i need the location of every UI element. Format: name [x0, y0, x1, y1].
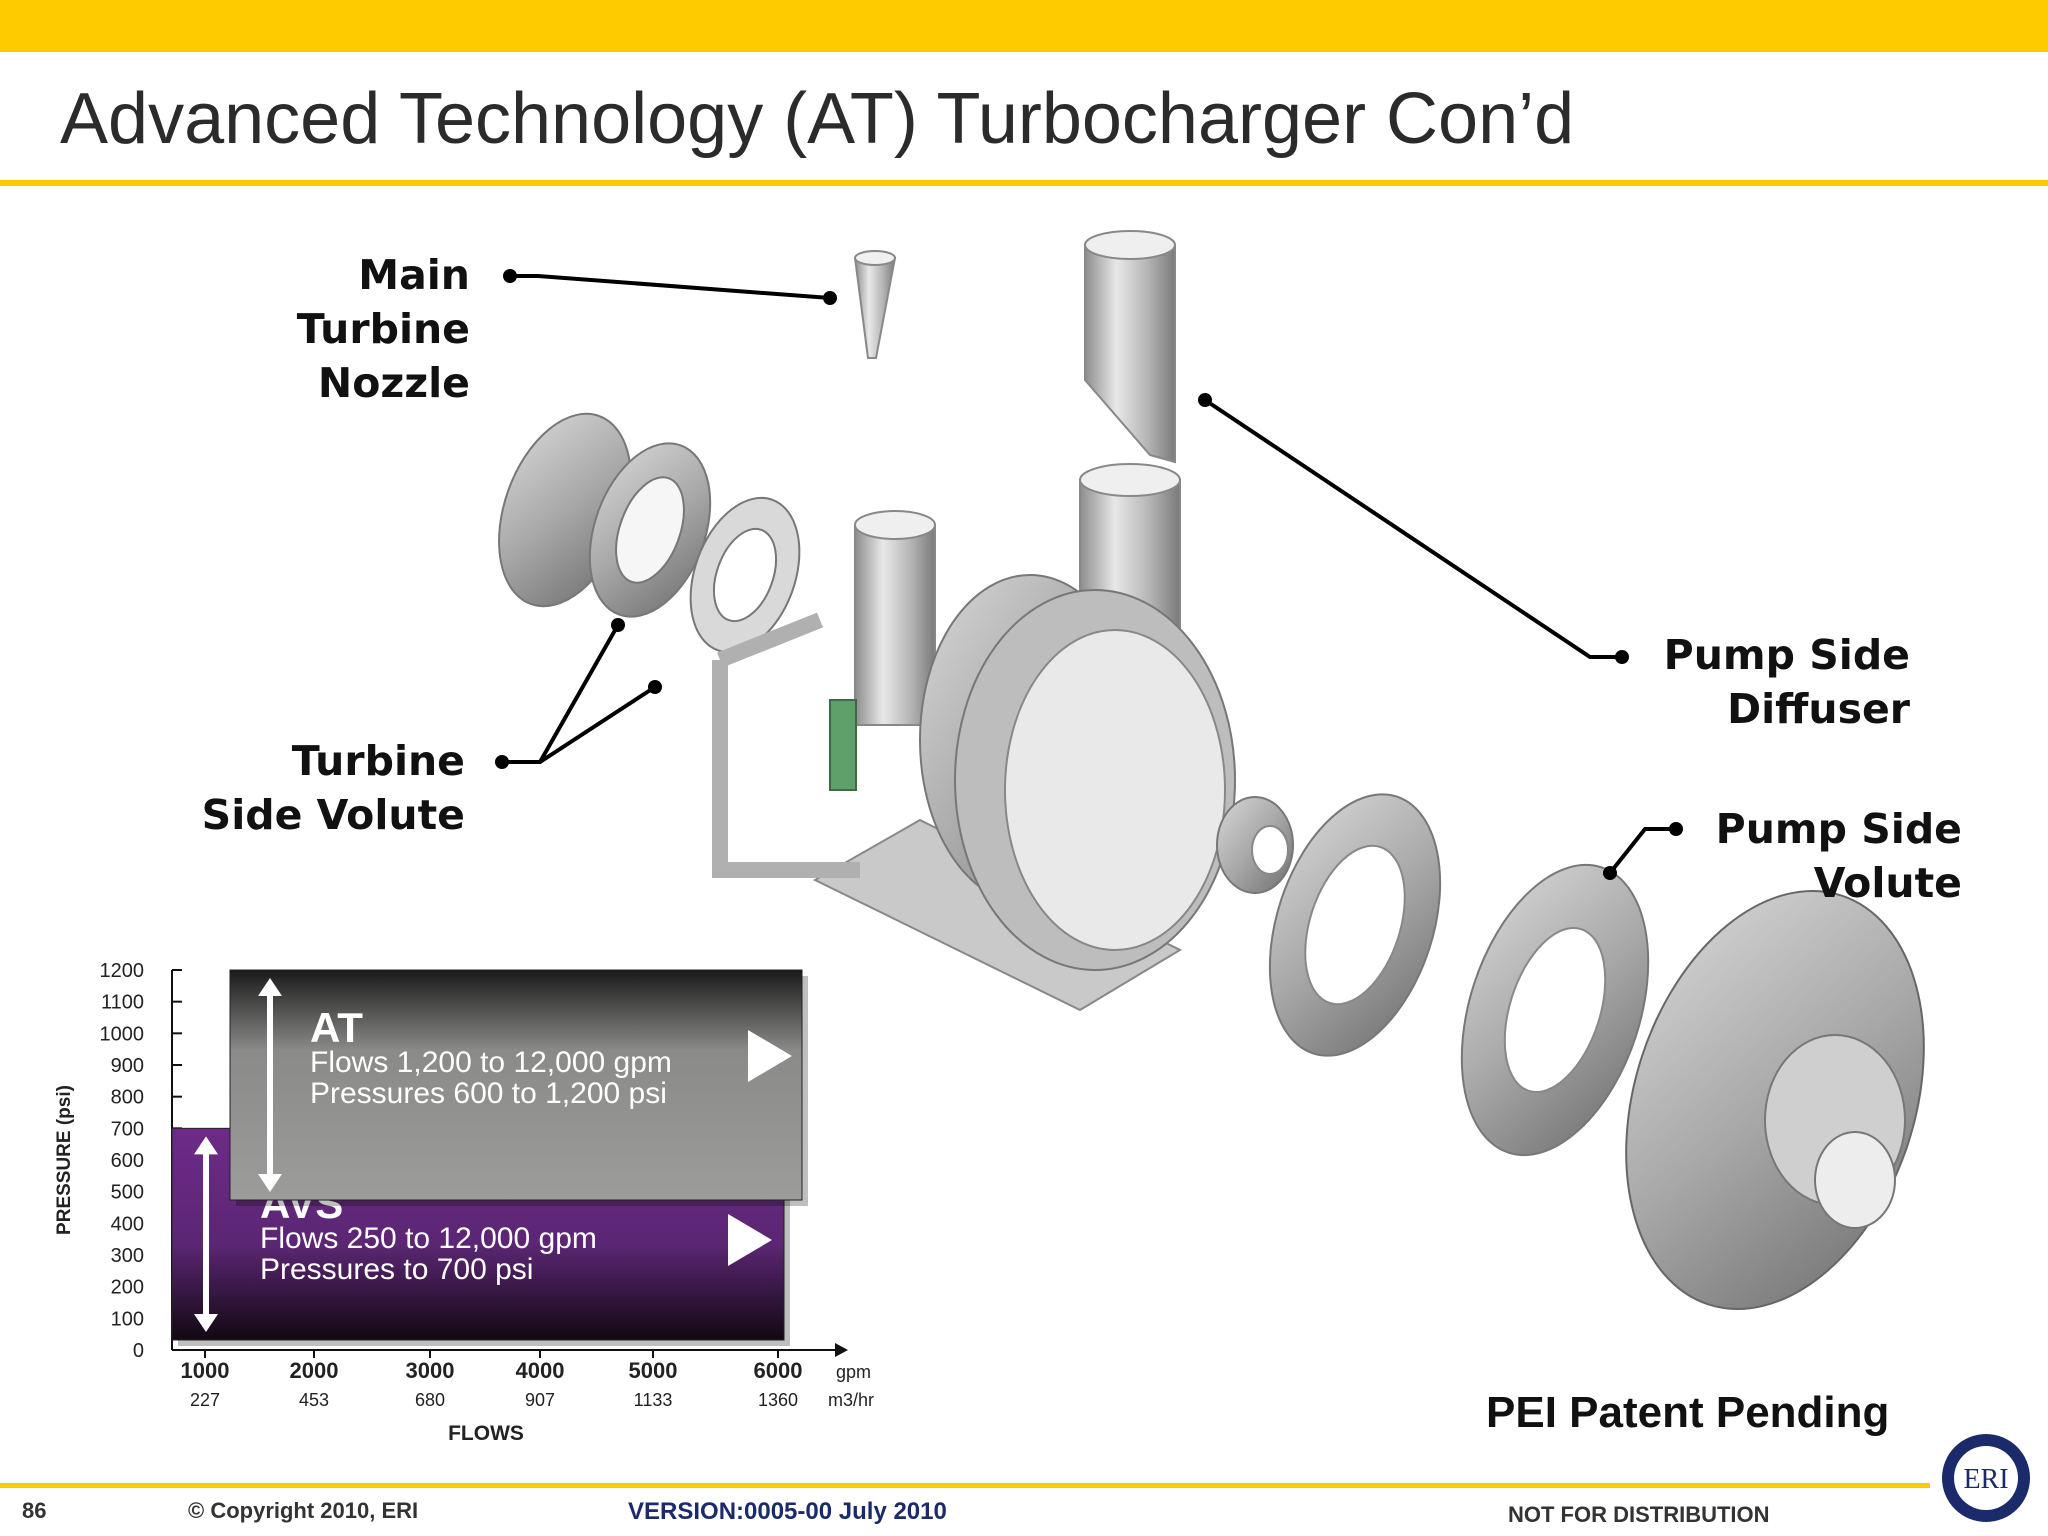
chart-tick-labels: 0 100 200 300 400 500 600 700 800 900 1000 1100 1200… — [54, 960, 874, 1445]
bar-avs-play-icon — [728, 1214, 772, 1266]
bar-avs-arrow-head-down — [194, 1314, 218, 1332]
version-text: VERSION:0005-00 July 2010 — [628, 1498, 947, 1525]
distribution-notice: NOT FOR DISTRIBUTION — [1508, 1502, 1770, 1527]
callout-line: Turbine — [296, 305, 470, 353]
callout-line: Side Volute — [201, 791, 465, 839]
y-tick-label: 0 — [133, 1340, 144, 1362]
title-rule — [0, 180, 2048, 186]
x-tick-label-m3hr: 227 — [190, 1390, 220, 1410]
y-tick-label: 600 — [111, 1150, 144, 1172]
y-tick-label: 900 — [111, 1055, 144, 1077]
bar-avs-line: Flows 250 to 12,000 gpm — [260, 1222, 597, 1255]
bar-at-play-icon — [748, 1030, 792, 1082]
pump-side-volute-part — [1460, 863, 1650, 1157]
page-number: 86 — [22, 1498, 47, 1523]
bar-at — [229, 969, 803, 1201]
callout-leader-dots — [495, 269, 1683, 880]
copyright-text: © Copyright 2010, ERI — [188, 1498, 419, 1523]
x-tick-label-gpm: 1000 — [181, 1358, 230, 1383]
callout-line: Main — [358, 251, 470, 299]
y-tick-label: 500 — [111, 1182, 144, 1204]
bar-at-arrow-head-down — [258, 1174, 282, 1192]
x-tick-label-gpm: 4000 — [516, 1358, 565, 1383]
bar-avs-arrow-head-up — [194, 1136, 218, 1155]
x-unit-m3hr: m3/hr — [828, 1390, 874, 1410]
x-tick-label-m3hr: 680 — [415, 1390, 445, 1410]
callout-pump-side-diffuser: Pump Side Diffuser — [1650, 628, 1910, 736]
x-tick-label-gpm: 2000 — [290, 1358, 339, 1383]
callout-line: Volute — [1813, 859, 1962, 907]
x-tick-label-gpm: 3000 — [406, 1358, 455, 1383]
y-tick-label: 700 — [111, 1118, 144, 1140]
y-tick-label: 800 — [111, 1087, 144, 1109]
slide-title: Advanced Technology (AT) Turbocharger Co… — [60, 79, 1575, 159]
x-tick-label-m3hr: 907 — [525, 1390, 555, 1410]
x-tick-label-gpm: 6000 — [754, 1358, 803, 1383]
callout-leader-lines — [502, 274, 1676, 875]
pump-impeller-part — [1216, 793, 1442, 1057]
y-axis-title: PRESSURE (psi) — [54, 1085, 75, 1235]
x-tick-label-m3hr: 453 — [299, 1390, 329, 1410]
end-cover-part — [1625, 889, 1925, 1311]
turbine-side-volute-part — [498, 412, 801, 654]
y-tick-label: 200 — [111, 1277, 144, 1299]
x-tick-label-gpm: 5000 — [629, 1358, 678, 1383]
callout-line: Pump Side — [1663, 631, 1910, 679]
x-tick-label-m3hr: 1133 — [634, 1390, 673, 1410]
y-tick-label: 1200 — [100, 960, 145, 982]
logo-text: ERI — [1963, 1464, 2008, 1495]
bar-at-line: Pressures 600 to 1,200 psi — [310, 1077, 667, 1110]
callout-line: Turbine — [291, 737, 465, 785]
y-tick-label: 100 — [111, 1308, 144, 1330]
patent-notice: PEI Patent Pending — [1486, 1388, 1890, 1437]
x-axis-title: FLOWS — [448, 1422, 524, 1445]
y-tick-label: 300 — [111, 1245, 144, 1267]
footer-rule — [0, 1483, 1930, 1488]
callout-line: Nozzle — [317, 359, 470, 407]
x-axis-arrow — [835, 1343, 848, 1357]
main-turbine-nozzle-part — [853, 250, 897, 359]
bar-at-arrow-head-up — [258, 978, 282, 996]
callout-line: Pump Side — [1715, 805, 1962, 853]
y-tick-label: 1000 — [100, 1023, 145, 1045]
x-tick-label-m3hr: 1360 — [758, 1390, 798, 1410]
bar-at-title: AT — [310, 1004, 363, 1051]
eri-logo: ERI — [1942, 1434, 2030, 1522]
callout-pump-side-volute: Pump Side Volute — [1700, 802, 1962, 910]
bar-at-line: Flows 1,200 to 12,000 gpm — [310, 1046, 672, 1079]
callout-line: Diffuser — [1727, 685, 1910, 733]
y-tick-label: 400 — [111, 1213, 144, 1235]
bar-avs-line: Pressures to 700 psi — [260, 1253, 533, 1286]
pump-side-diffuser-part — [1084, 230, 1176, 464]
x-unit-gpm: gpm — [836, 1362, 871, 1382]
header-band — [0, 0, 2048, 52]
callout-turbine-side-volute: Turbine Side Volute — [190, 734, 465, 842]
callout-main-turbine-nozzle: Main Turbine Nozzle — [240, 248, 470, 410]
turbocharger-main-body — [712, 463, 1236, 1012]
y-tick-label: 1100 — [101, 992, 144, 1014]
